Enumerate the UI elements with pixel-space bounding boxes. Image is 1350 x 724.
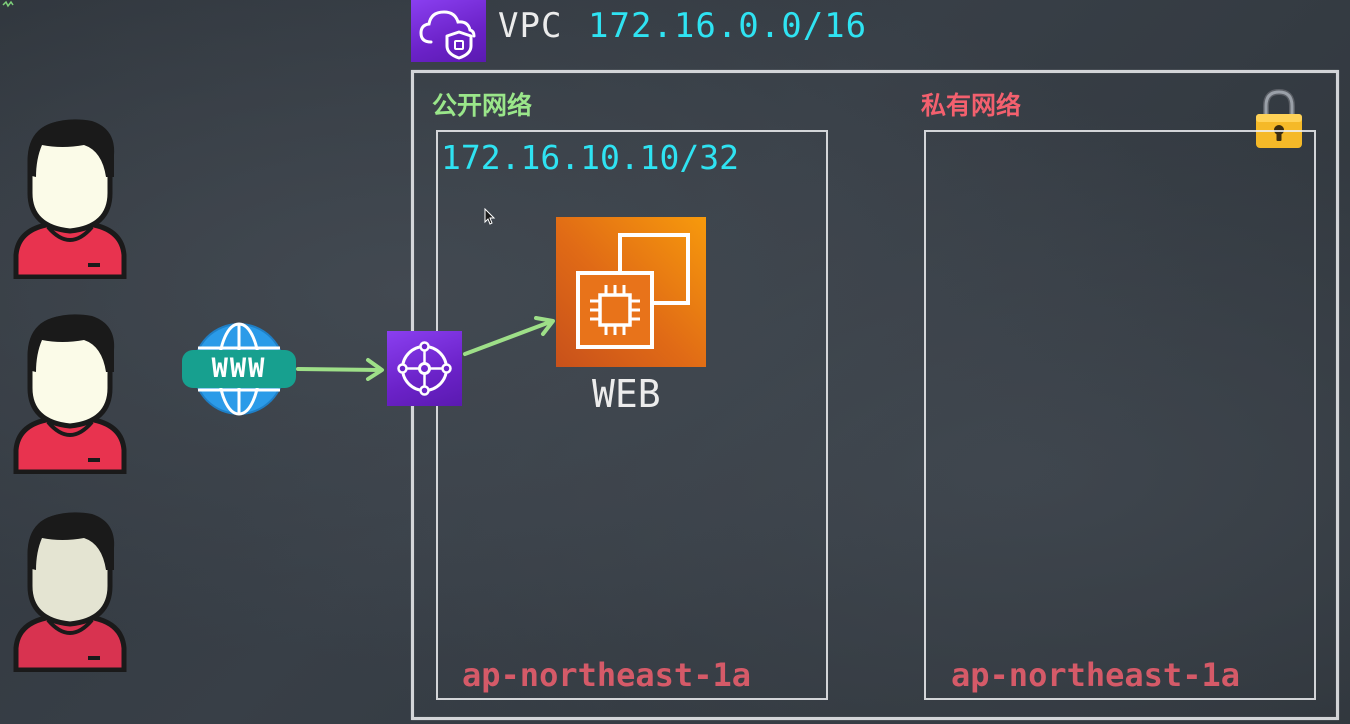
user-avatar [12, 310, 128, 475]
internet-gateway-icon [387, 331, 462, 406]
vpc-icon [411, 0, 486, 62]
vpc-cidr: 172.16.0.0/16 [588, 6, 868, 46]
www-label: WWW [211, 353, 267, 384]
public-subnet-cidr: 172.16.10.10/32 [441, 138, 740, 177]
private-subnet [924, 130, 1316, 700]
vpc-label: VPC [498, 6, 563, 46]
web-server-label: WEB [592, 372, 661, 416]
user-avatar [12, 508, 128, 673]
www-globe-icon: WWW [180, 320, 298, 418]
public-network-title: 公开网络 [432, 91, 533, 120]
corner-mark-icon [2, 0, 14, 8]
private-subnet-az: ap-northeast-1a [951, 656, 1240, 694]
public-subnet [436, 130, 828, 700]
public-subnet-az: ap-northeast-1a [462, 656, 751, 694]
private-network-title: 私有网络 [921, 91, 1022, 120]
user-avatar [12, 115, 128, 280]
mouse-cursor-icon [484, 208, 496, 225]
arrow-www-to-igw [296, 367, 382, 372]
ec2-instance-icon [556, 217, 706, 367]
